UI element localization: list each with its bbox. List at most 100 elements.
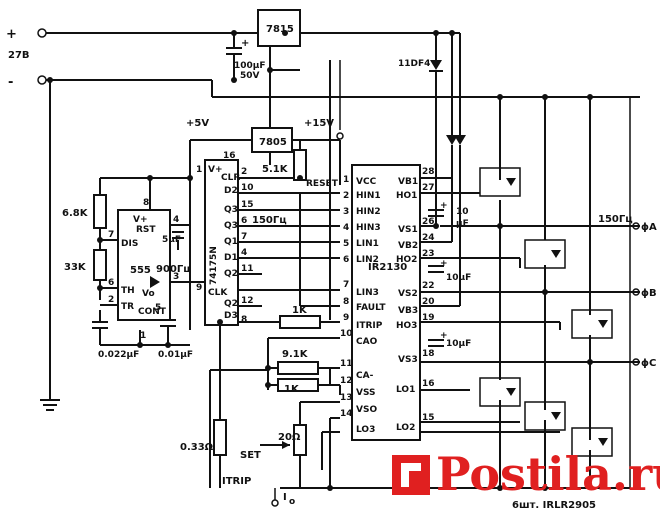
- svg-text:HIN1: HIN1: [356, 191, 381, 201]
- supply-voltage: 27В: [8, 50, 30, 61]
- svg-text:VB3: VB3: [398, 306, 418, 316]
- svg-text:7: 7: [343, 280, 349, 290]
- svg-text:TH: TH: [121, 286, 135, 296]
- svg-text:5.1K: 5.1K: [262, 164, 289, 175]
- driver-name: IR2130: [368, 262, 407, 273]
- svg-text:Q2: Q2: [224, 269, 238, 279]
- mosfet-bridge: [479, 167, 613, 457]
- driver-right-numbers: 28 27 26 24 23 22 20 19 18 16 15: [422, 167, 435, 423]
- svg-text:6: 6: [343, 255, 349, 265]
- driver-ir2130: IR2130 VCC HIN1 HIN2 HIN3 LIN1 LIN2 LIN3…: [340, 164, 435, 441]
- power-input: + - 27В: [6, 27, 47, 90]
- svg-text:HO3: HO3: [396, 321, 417, 331]
- svg-text:22: 22: [422, 281, 435, 291]
- regulator-7805: 7805: [251, 127, 293, 153]
- svg-text:V+: V+: [133, 215, 148, 225]
- timer-freq: 900Гц: [156, 264, 191, 275]
- svg-text:Q3: Q3: [224, 205, 238, 215]
- svg-text:CLK: CLK: [208, 288, 228, 298]
- svg-text:10μF: 10μF: [446, 273, 471, 283]
- mosfet-q3: [571, 309, 613, 339]
- svg-text:2: 2: [343, 191, 349, 201]
- diode-label: 11DF4: [398, 59, 430, 69]
- svg-text:18: 18: [422, 349, 435, 359]
- svg-text:+: +: [440, 259, 448, 269]
- svg-text:6: 6: [241, 216, 247, 226]
- svg-text:10: 10: [340, 329, 353, 339]
- mosfet-q5: [524, 401, 566, 431]
- svg-text:15: 15: [422, 413, 435, 423]
- svg-text:6: 6: [108, 278, 114, 288]
- svg-text:0.33Ω: 0.33Ω: [180, 442, 214, 453]
- svg-text:Q2: Q2: [224, 299, 238, 309]
- svg-text:FAULT: FAULT: [356, 303, 386, 313]
- svg-text:5: 5: [343, 239, 349, 249]
- svg-text:20Ω: 20Ω: [278, 432, 301, 443]
- svg-text:0.022μF: 0.022μF: [98, 350, 139, 360]
- svg-text:28: 28: [422, 167, 435, 177]
- cap-100-plus: +: [241, 38, 249, 49]
- rail-15v: +15V: [304, 118, 334, 129]
- output-b-terminal: [632, 288, 640, 296]
- svg-text:6.8K: 6.8K: [62, 208, 89, 219]
- svg-text:1K: 1K: [284, 384, 300, 395]
- regulator-7815: 7815: [257, 9, 301, 47]
- svg-text:15: 15: [241, 200, 254, 210]
- svg-text:4: 4: [173, 215, 179, 225]
- svg-text:7: 7: [108, 230, 114, 240]
- svg-text:D1: D1: [224, 253, 238, 263]
- svg-text:27: 27: [422, 183, 435, 193]
- svg-text:4: 4: [343, 223, 349, 233]
- svg-text:8: 8: [241, 315, 247, 325]
- output-c-terminal: [632, 358, 640, 366]
- svg-text:1K: 1K: [292, 305, 308, 316]
- output-c: ϕC: [641, 358, 656, 369]
- svg-text:10: 10: [241, 183, 254, 193]
- svg-text:ITRIP: ITRIP: [356, 321, 383, 331]
- svg-text:μF: μF: [456, 219, 469, 229]
- regulator-7805-label: 7805: [259, 137, 287, 148]
- svg-text:26: 26: [422, 217, 435, 227]
- driver-right-pins: VB1 HO1 VS1 VB2 HO2 VS2 VB3 HO3 VS3 LO1 …: [396, 177, 418, 433]
- svg-text:11: 11: [241, 264, 254, 274]
- sense-resistors: 1K 9.1K 1K 0.33Ω 20Ω SET ITRIP I o: [180, 305, 321, 507]
- svg-text:VSS: VSS: [356, 388, 376, 398]
- regulator-7815-label: 7815: [266, 24, 294, 35]
- svg-text:Vo: Vo: [142, 289, 155, 299]
- svg-text:VCC: VCC: [356, 177, 377, 187]
- output-a-terminal: [632, 222, 640, 230]
- svg-text:4: 4: [241, 248, 247, 258]
- io-sub: o: [289, 497, 295, 507]
- svg-text:VS2: VS2: [398, 289, 418, 299]
- timer-name: 555: [130, 265, 151, 276]
- svg-text:1: 1: [343, 175, 349, 185]
- svg-text:LIN1: LIN1: [356, 239, 379, 249]
- driver-left-pins: VCC HIN1 HIN2 HIN3 LIN1 LIN2 LIN3 FAULT …: [356, 177, 386, 435]
- transistors-note: 6шт. IRLR2905: [512, 500, 596, 511]
- watermark: Postila.ru: [392, 447, 660, 501]
- svg-text:20: 20: [422, 297, 435, 307]
- reset-label: RESET: [306, 179, 339, 189]
- svg-text:HO2: HO2: [396, 255, 417, 265]
- svg-text:HIN2: HIN2: [356, 207, 381, 217]
- mosfet-q2: [524, 239, 566, 269]
- svg-text:10: 10: [456, 207, 469, 217]
- svg-text:13: 13: [340, 393, 353, 403]
- svg-text:5: 5: [155, 303, 161, 313]
- svg-text:RST: RST: [136, 225, 156, 235]
- svg-text:2: 2: [108, 295, 114, 305]
- svg-text:Q1: Q1: [224, 237, 238, 247]
- timer-555: 555 V+ RST DIS TH Vo TR CONT 8 4 7 6 2 3…: [108, 198, 191, 341]
- timer-resistors: 6.8K 33K 0.022μF 0.01μF 5μF: [62, 194, 193, 360]
- svg-text:23: 23: [422, 249, 435, 259]
- svg-text:9: 9: [196, 283, 202, 293]
- mosfet-q4: [479, 377, 521, 407]
- plus-terminal: [37, 28, 47, 38]
- svg-text:LO2: LO2: [396, 423, 415, 433]
- svg-text:9: 9: [343, 313, 349, 323]
- svg-text:1: 1: [140, 331, 146, 341]
- svg-text:9.1K: 9.1K: [282, 349, 309, 360]
- svg-text:V+: V+: [208, 165, 223, 175]
- diode-11df4: 11DF4: [398, 59, 466, 145]
